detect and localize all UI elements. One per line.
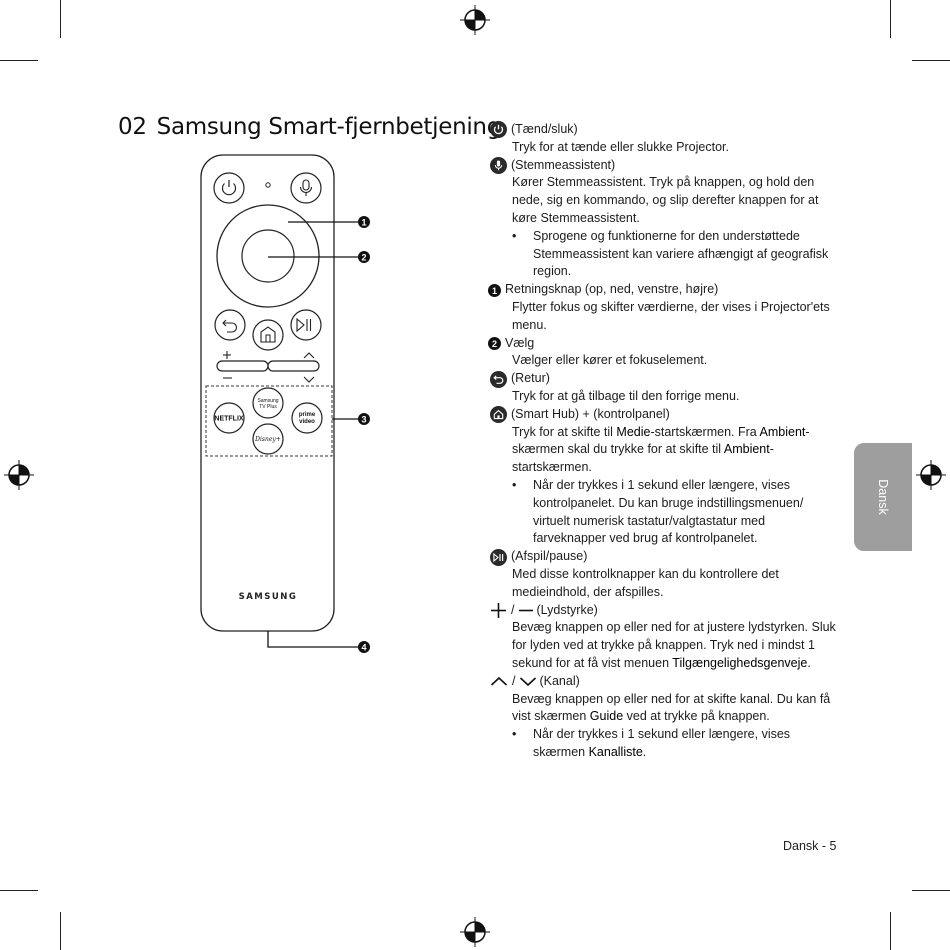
- netflix-button: NETFLIX: [213, 402, 245, 434]
- volume-title: (Lydstyrke): [536, 602, 598, 617]
- voice-item-heading: (Stemmeassistent): [490, 156, 840, 175]
- direction-item-heading: 1 Retningsknap (op, ned, venstre, højre): [488, 281, 840, 299]
- svg-text:NETFLIX: NETFLIX: [214, 416, 243, 423]
- crop-mark: [912, 890, 950, 891]
- power-button-icon: [213, 172, 245, 204]
- play-pause-icon: [490, 548, 507, 566]
- channel-bullet-text: Når der trykkes i 1 sekund eller længere…: [533, 727, 791, 759]
- registration-mark-icon: [4, 460, 34, 490]
- channel-item-heading: / (Kanal): [490, 673, 840, 691]
- channel-description: Bevæg knappen op eller ned for at skifte…: [512, 691, 831, 724]
- minus-icon: [518, 602, 534, 619]
- channel-rocker: [267, 352, 320, 383]
- remote-drawing: NETFLIX Samsung TV Plus prime video Disn…: [200, 154, 370, 653]
- svg-text:1: 1: [361, 218, 366, 228]
- power-description: Tryk for at tænde eller slukke Projector…: [512, 139, 729, 154]
- power-item-heading: (Tænd/sluk): [490, 121, 840, 139]
- prime-video-button: prime video: [291, 402, 323, 434]
- chevron-up-icon: [490, 673, 508, 690]
- return-title: (Retur): [511, 371, 550, 386]
- crop-mark: [0, 890, 38, 891]
- svg-text:3: 3: [361, 415, 366, 425]
- power-icon: [490, 121, 507, 139]
- channel-separator: /: [512, 673, 516, 688]
- number-1-marker-icon: 1: [488, 283, 501, 297]
- svg-text:prime: prime: [299, 412, 316, 418]
- direction-description: Flytter fokus og skifter værdierne, der …: [512, 299, 830, 332]
- home-icon: [490, 406, 507, 424]
- return-item-heading: (Retur): [490, 370, 840, 388]
- button-descriptions: (Tænd/sluk) Tryk for at tænde eller sluk…: [488, 121, 840, 762]
- home-item-heading: (Smart Hub) + (kontrolpanel): [490, 406, 840, 424]
- return-description: Tryk for at gå tilbage til den forrige m…: [512, 388, 740, 403]
- page-footer: Dansk - 5: [783, 839, 837, 853]
- home-bullet: • Når der trykkes i 1 sekund eller længe…: [512, 477, 840, 548]
- chevron-down-icon: [519, 673, 537, 690]
- language-side-tab: Dansk: [854, 443, 912, 551]
- channel-bullet: • Når der trykkes i 1 sekund eller længe…: [512, 726, 840, 762]
- callout-marker-3: 3: [358, 413, 370, 425]
- volume-description: Bevæg knappen op eller ned for at juster…: [512, 620, 836, 670]
- playpause-description: Med disse kontrolknapper kan du kontroll…: [512, 566, 779, 599]
- chapter-title: Samsung Smart-fjernbetjening: [156, 114, 502, 140]
- return-icon: [490, 370, 507, 388]
- samsung-tv-plus-button: Samsung TV Plus: [252, 387, 284, 419]
- direction-title: Retningsknap (op, ned, venstre, højre): [505, 282, 719, 297]
- select-description: Vælger eller kører et fokuselement.: [512, 353, 708, 368]
- home-bullet-text: Når der trykkes i 1 sekund eller længere…: [533, 477, 804, 546]
- app-buttons-area: [205, 385, 333, 457]
- voice-description: Kører Stemmeassistent. Tryk på knappen, …: [512, 175, 819, 225]
- mic-button-icon: [290, 172, 322, 204]
- voice-bullet-text: Sprogene og funktionerne for den underst…: [533, 228, 829, 279]
- return-button-icon: [214, 309, 246, 341]
- channel-title: (Kanal): [539, 673, 580, 688]
- volume-separator: /: [511, 602, 515, 617]
- plus-icon: [490, 602, 507, 619]
- svg-text:1: 1: [492, 286, 497, 296]
- volume-item-heading: / (Lydstyrke): [490, 602, 840, 620]
- home-title: (Smart Hub) + (kontrolpanel): [511, 406, 670, 421]
- samsung-logo: SAMSUNG: [239, 592, 298, 602]
- select-button: [241, 229, 295, 283]
- callout-marker-2: 2: [358, 251, 370, 263]
- language-side-tab-label: Dansk: [876, 479, 890, 515]
- crop-mark: [890, 0, 891, 38]
- crop-mark: [60, 912, 61, 950]
- registration-mark-icon: [916, 460, 946, 490]
- number-2-marker-icon: 2: [488, 336, 501, 350]
- svg-text:2: 2: [361, 253, 366, 263]
- play-pause-button-icon: [290, 309, 322, 341]
- svg-text:Disney+: Disney+: [254, 436, 281, 443]
- svg-text:video: video: [299, 419, 315, 425]
- svg-text:Samsung: Samsung: [257, 398, 278, 404]
- callout-marker-1: 1: [358, 216, 370, 228]
- crop-mark: [890, 912, 891, 950]
- playpause-title: (Afspil/pause): [511, 549, 588, 564]
- registration-mark-icon: [460, 917, 490, 947]
- callout-line: [267, 631, 358, 648]
- select-item-heading: 2 Vælg: [488, 335, 840, 353]
- disney-plus-button: Disney+: [252, 423, 284, 455]
- remote-illustration: NETFLIX Samsung TV Plus prime video Disn…: [195, 150, 385, 660]
- home-description: Tryk for at skifte til Medie-startskærme…: [512, 424, 810, 475]
- crop-mark: [912, 60, 950, 61]
- callout-marker-4: 4: [358, 641, 370, 653]
- home-button-icon: [252, 319, 284, 351]
- power-title: (Tænd/sluk): [511, 122, 578, 136]
- select-title: Vælg: [505, 335, 535, 350]
- playpause-item-heading: (Afspil/pause): [490, 548, 840, 566]
- crop-mark: [0, 60, 38, 61]
- svg-text:TV Plus: TV Plus: [259, 404, 277, 410]
- voice-bullet: • Sprogene og funktionerne for den under…: [512, 228, 840, 281]
- mic-icon: [490, 156, 507, 174]
- page-title: 02 Samsung Smart-fjernbetjening: [118, 114, 501, 140]
- crop-mark: [60, 0, 61, 38]
- registration-mark-icon: [460, 5, 490, 35]
- svg-text:2: 2: [492, 339, 497, 349]
- svg-text:4: 4: [361, 643, 366, 653]
- voice-title: (Stemmeassistent): [511, 157, 616, 172]
- chapter-number: 02: [118, 114, 147, 140]
